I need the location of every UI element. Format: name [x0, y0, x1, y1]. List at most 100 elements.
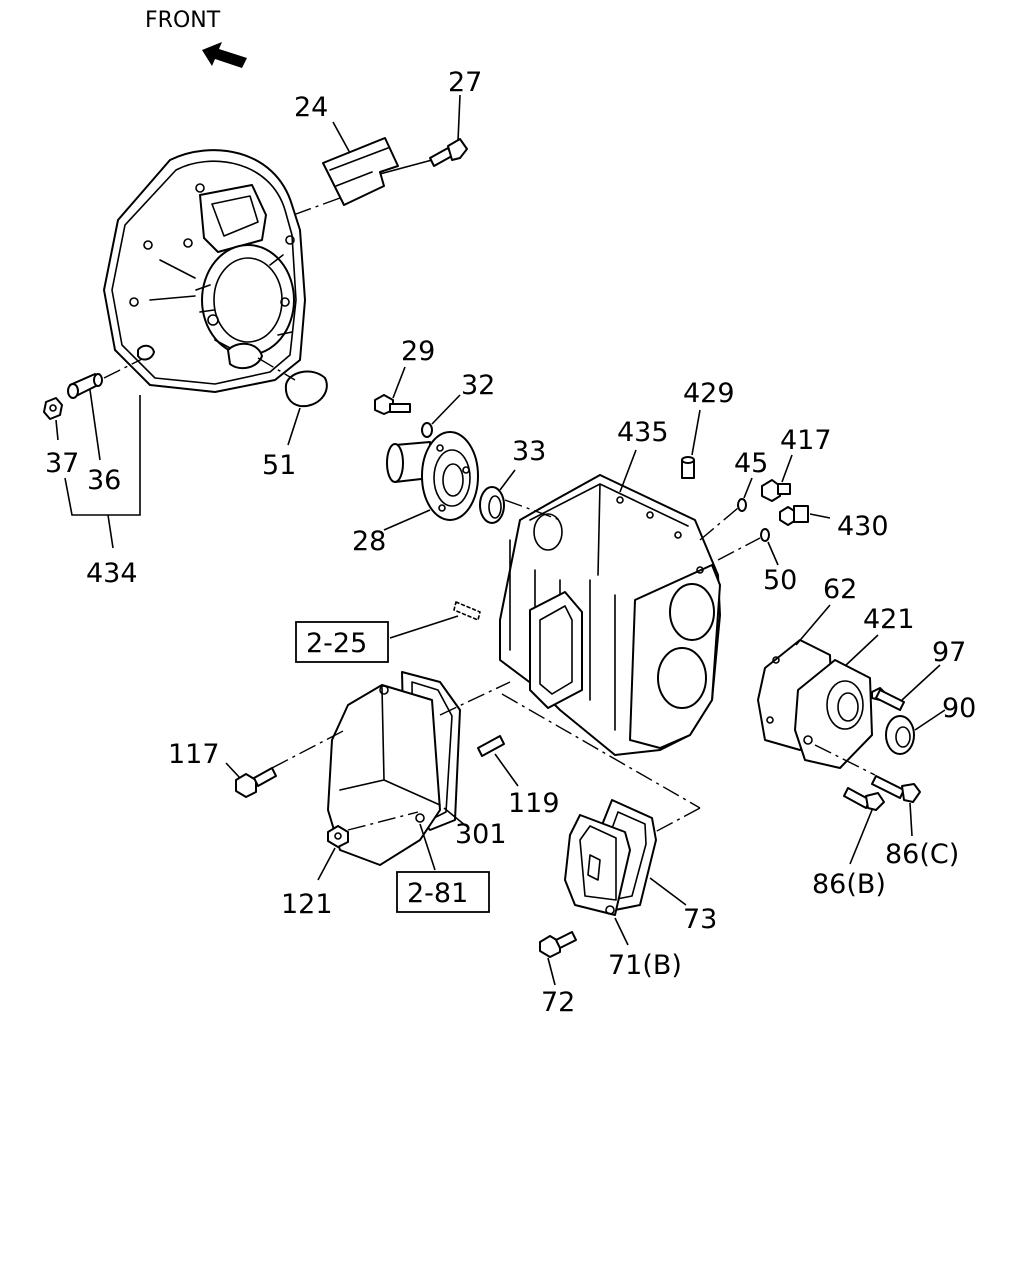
dowel-pin-part-36 — [67, 373, 103, 399]
hidden-pin — [453, 601, 481, 621]
centerline-301 — [439, 681, 511, 716]
callout-301[interactable]: 301 — [455, 819, 507, 850]
oil-seal-part-90 — [885, 715, 915, 755]
centerline-121 — [347, 811, 419, 831]
leader-37 — [55, 419, 59, 441]
callout-86c[interactable]: 86(C) — [885, 839, 959, 870]
leader-62 — [795, 604, 831, 646]
leader-86b — [849, 809, 873, 865]
callout-434[interactable]: 434 — [86, 558, 138, 589]
leader-51 — [287, 407, 301, 446]
cap-part-51 — [284, 370, 328, 408]
callout-62[interactable]: 62 — [823, 574, 857, 605]
bolt-part-86c — [871, 775, 921, 803]
cover-part-421 — [794, 659, 873, 769]
leader-225 — [389, 615, 459, 639]
centerline-73 — [501, 693, 701, 809]
callout-435[interactable]: 435 — [617, 417, 669, 448]
callout-90[interactable]: 90 — [942, 693, 976, 724]
callout-86b[interactable]: 86(B) — [812, 869, 886, 900]
inspection-cover-part-71b — [564, 814, 631, 916]
callout-50[interactable]: 50 — [763, 565, 797, 596]
callout-29[interactable]: 29 — [401, 336, 435, 367]
callout-430[interactable]: 430 — [837, 511, 889, 542]
nut-part-121 — [327, 825, 349, 848]
leader-71b — [614, 917, 629, 946]
leader-417 — [781, 454, 793, 483]
ref-label-2-25[interactable]: 2-25 — [306, 628, 367, 659]
transmission-case-part-435 — [499, 474, 721, 756]
leader-72 — [547, 957, 556, 986]
bolt-part-72 — [539, 931, 577, 958]
centerline-45 — [699, 507, 739, 541]
leader-429 — [691, 409, 701, 456]
front-label: FRONT — [145, 8, 221, 33]
callout-72[interactable]: 72 — [541, 987, 575, 1018]
leader-117 — [225, 762, 241, 779]
callout-24[interactable]: 24 — [294, 92, 328, 123]
o-ring-part-50 — [760, 528, 770, 542]
bracket-part-24 — [322, 137, 399, 206]
bolt-part-29 — [374, 394, 411, 415]
callout-71b[interactable]: 71(B) — [608, 950, 682, 981]
leader-36 — [89, 389, 101, 461]
leader-119 — [494, 753, 519, 787]
callout-33[interactable]: 33 — [512, 436, 546, 467]
callout-417[interactable]: 417 — [780, 425, 832, 456]
callout-37[interactable]: 37 — [45, 448, 79, 479]
plug-part-430 — [779, 505, 809, 526]
leader-421 — [844, 634, 879, 667]
leader-50 — [767, 541, 779, 566]
leader-33 — [499, 469, 516, 491]
callout-429[interactable]: 429 — [683, 378, 735, 409]
callout-117[interactable]: 117 — [168, 739, 220, 770]
callout-28[interactable]: 28 — [352, 526, 386, 557]
bolt-part-86b — [843, 787, 885, 811]
leader-430 — [809, 513, 831, 519]
leader-28 — [383, 509, 431, 531]
flywheel-housing — [103, 149, 306, 393]
callout-51[interactable]: 51 — [262, 450, 296, 481]
callout-97[interactable]: 97 — [932, 637, 966, 668]
callout-36[interactable]: 36 — [87, 465, 121, 496]
callout-32[interactable]: 32 — [461, 370, 495, 401]
callout-421[interactable]: 421 — [863, 604, 915, 635]
callout-73[interactable]: 73 — [683, 904, 717, 935]
ref-label-2-81[interactable]: 2-81 — [407, 878, 468, 909]
leader-301 — [443, 807, 467, 827]
leader-45 — [743, 477, 753, 499]
leader-27 — [457, 94, 461, 142]
ref-box-2-81[interactable] — [396, 871, 490, 913]
centerline-117 — [271, 729, 346, 769]
shift-cover-assembly — [327, 684, 441, 866]
callout-27[interactable]: 27 — [448, 67, 482, 98]
leader-24b — [379, 159, 433, 175]
leader-281 — [419, 823, 436, 871]
callout-119[interactable]: 119 — [508, 788, 560, 819]
leader-121 — [317, 847, 336, 881]
leader-90 — [914, 709, 946, 731]
callout-121[interactable]: 121 — [281, 889, 333, 920]
bolt-part-117 — [235, 767, 277, 798]
nut-part-37 — [43, 397, 63, 420]
centerline-86 — [814, 744, 876, 776]
centerline-51 — [257, 357, 296, 381]
plug-part-417 — [761, 479, 791, 502]
leader-24 — [332, 121, 351, 154]
centerline-50 — [717, 537, 761, 561]
pin-part-429 — [681, 456, 695, 479]
centerline-28 — [504, 499, 561, 521]
stud-part-119 — [477, 735, 505, 757]
o-ring-part-45 — [737, 498, 747, 512]
dowel-hole — [137, 344, 155, 361]
callout-45[interactable]: 45 — [734, 448, 768, 479]
leader-86c — [909, 802, 913, 837]
front-arrow-icon — [202, 42, 247, 68]
bolt-part-27 — [429, 138, 468, 167]
ref-box-2-25[interactable] — [295, 621, 389, 663]
oil-seal-part-33 — [479, 486, 505, 524]
leader-73 — [649, 877, 687, 906]
centerline-73b — [654, 807, 701, 833]
leader-435 — [619, 449, 637, 493]
